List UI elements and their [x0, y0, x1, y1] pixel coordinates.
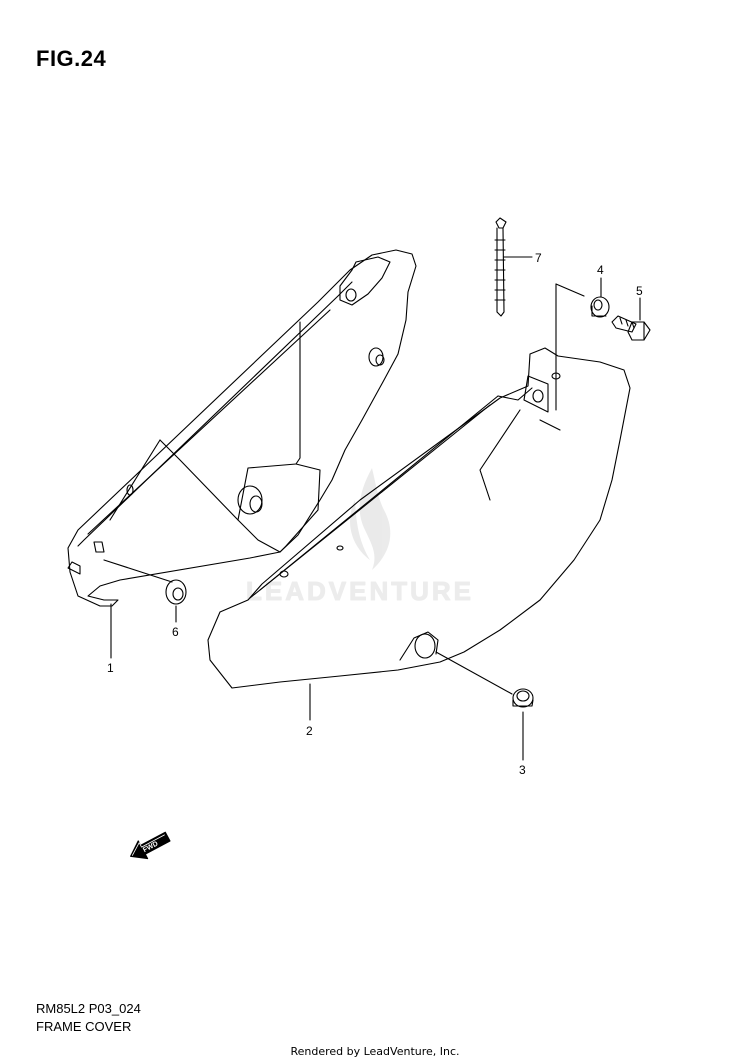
diagram-name: FRAME COVER — [36, 1019, 132, 1034]
diagram-code: RM85L2 P03_024 — [36, 1001, 141, 1016]
grommet-6[interactable] — [165, 579, 187, 605]
callout-3: 3 — [519, 763, 526, 777]
frame-cover-left[interactable] — [67, 249, 417, 607]
leader-line-3-axis — [435, 651, 513, 695]
bushing-3[interactable] — [512, 688, 534, 708]
fwd-label: FWD — [142, 840, 159, 854]
watermark-logo-icon — [350, 468, 391, 570]
mount-axis-line-top — [555, 283, 585, 297]
callout-1: 1 — [107, 661, 114, 675]
callout-6: 6 — [172, 625, 179, 639]
fwd-arrow-icon — [130, 831, 171, 860]
callout-7: 7 — [535, 251, 542, 265]
callout-5: 5 — [636, 284, 643, 298]
side-cover-right[interactable] — [207, 347, 631, 689]
callout-4: 4 — [597, 263, 604, 277]
figure-title: FIG.24 — [36, 46, 107, 71]
watermark-text: LEADVENTURE — [246, 576, 474, 606]
cable-tie-7[interactable] — [494, 217, 507, 317]
bolt-5[interactable] — [611, 315, 651, 341]
rendered-by-credit: Rendered by LeadVenture, Inc. — [290, 1045, 460, 1058]
callout-2: 2 — [306, 724, 313, 738]
grommet-4[interactable] — [590, 296, 610, 318]
